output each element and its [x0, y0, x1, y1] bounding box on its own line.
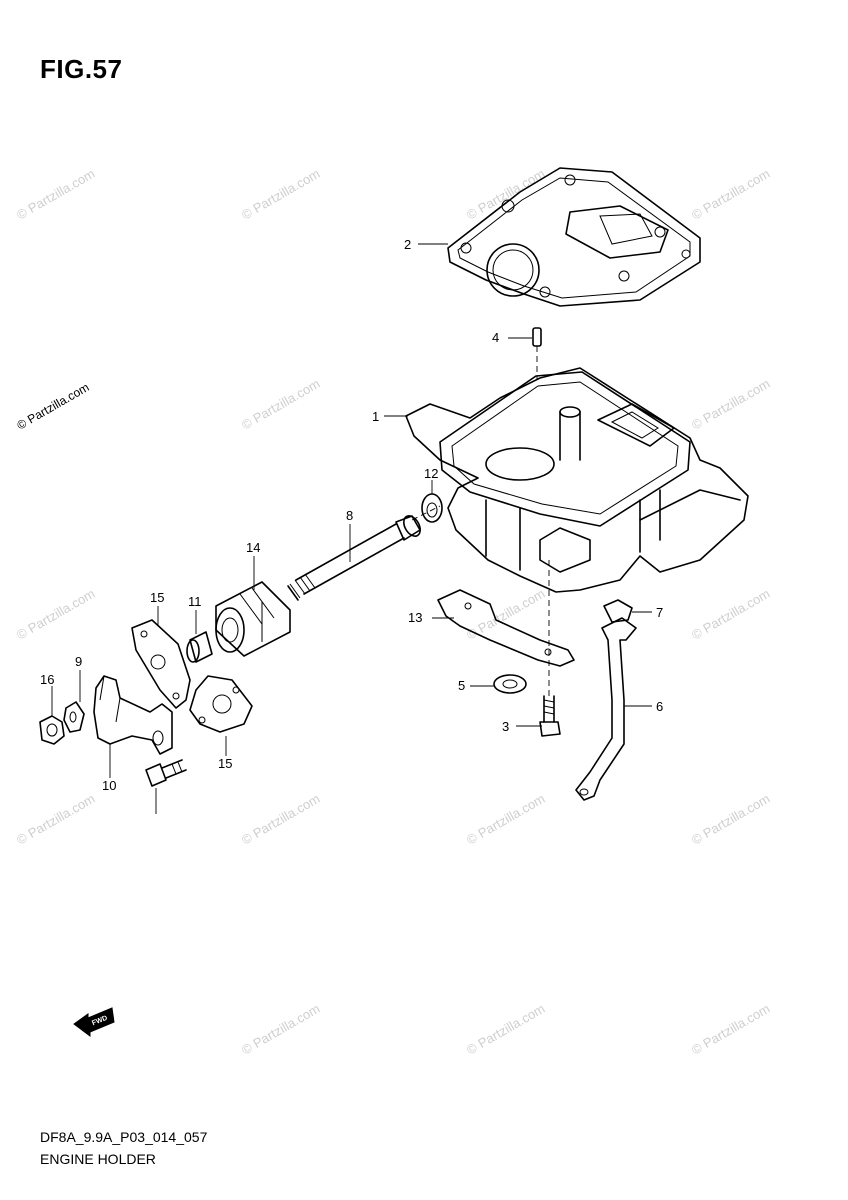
- part-10-clamp-bracket: [93, 675, 173, 755]
- part-4-dowel-pin: [532, 327, 542, 347]
- callout-label: 8: [346, 508, 353, 523]
- part-2-gasket: [447, 167, 701, 307]
- part-17-nut: [39, 715, 65, 745]
- callout-label: 6: [656, 699, 663, 714]
- watermark: © Partzilla.com: [15, 380, 92, 433]
- callout-label: 16: [40, 672, 54, 687]
- callout-label: 3: [502, 719, 509, 734]
- part-1-engine-holder: [405, 367, 749, 593]
- callout-label: 7: [656, 605, 663, 620]
- part-11-collar: [186, 631, 213, 663]
- callout-label: 5: [458, 678, 465, 693]
- part-8-long-bolt: [287, 515, 421, 601]
- watermark: © Partzilla.com: [464, 1001, 547, 1058]
- watermark: © Partzilla.com: [689, 376, 772, 433]
- callout-label: 2: [404, 237, 411, 252]
- callout-label: 14: [246, 540, 260, 555]
- part-15-bracket-plate-upper: [131, 619, 191, 709]
- part-12-washer: [421, 493, 443, 523]
- watermark: © Partzilla.com: [14, 791, 97, 848]
- watermark: © Partzilla.com: [239, 166, 322, 223]
- part-7-clip: [603, 599, 633, 623]
- callout-label: 15: [150, 590, 164, 605]
- callout-label: 12: [424, 466, 438, 481]
- watermark: © Partzilla.com: [464, 791, 547, 848]
- part-14-bushing: [215, 581, 291, 657]
- part-13-bracket: [437, 589, 575, 667]
- callout-label: 4: [492, 330, 499, 345]
- fwd-arrow-icon: FWD: [73, 1007, 115, 1037]
- callout-label: 11: [188, 594, 202, 609]
- callout-label: 9: [75, 654, 82, 669]
- leader-lines: [51, 243, 652, 814]
- watermark: © Partzilla.com: [239, 1001, 322, 1058]
- part-9-washer: [63, 701, 85, 733]
- watermark: © Partzilla.com: [239, 791, 322, 848]
- part-6-hose: [575, 617, 637, 801]
- figure-title: FIG.57: [40, 54, 123, 84]
- part-16-bolt: [145, 759, 187, 787]
- watermark: © Partzilla.com: [689, 1001, 772, 1058]
- watermark: © Partzilla.com: [689, 791, 772, 848]
- part-15-plate-lower: [189, 675, 253, 733]
- watermark: © Partzilla.com: [14, 586, 97, 643]
- watermark: © Partzilla.com: [239, 376, 322, 433]
- callout-labels: 2 4 1 12 8 14 15 11 9 16 10 15 16 13 5 3…: [40, 237, 663, 793]
- part-3-bolt: [539, 695, 561, 737]
- diagram-name: ENGINE HOLDER: [40, 1151, 156, 1167]
- watermark: © Partzilla.com: [14, 166, 97, 223]
- callout-label: 10: [102, 778, 116, 793]
- diagram-code: DF8A_9.9A_P03_014_057: [40, 1129, 208, 1145]
- callout-label: 13: [408, 610, 422, 625]
- watermark: © Partzilla.com: [689, 586, 772, 643]
- part-5-washer: [493, 674, 527, 694]
- callout-label: 15: [218, 756, 232, 771]
- watermark: © Partzilla.com: [464, 166, 547, 223]
- watermark: © Partzilla.com: [689, 166, 772, 223]
- callout-label: 1: [372, 409, 379, 424]
